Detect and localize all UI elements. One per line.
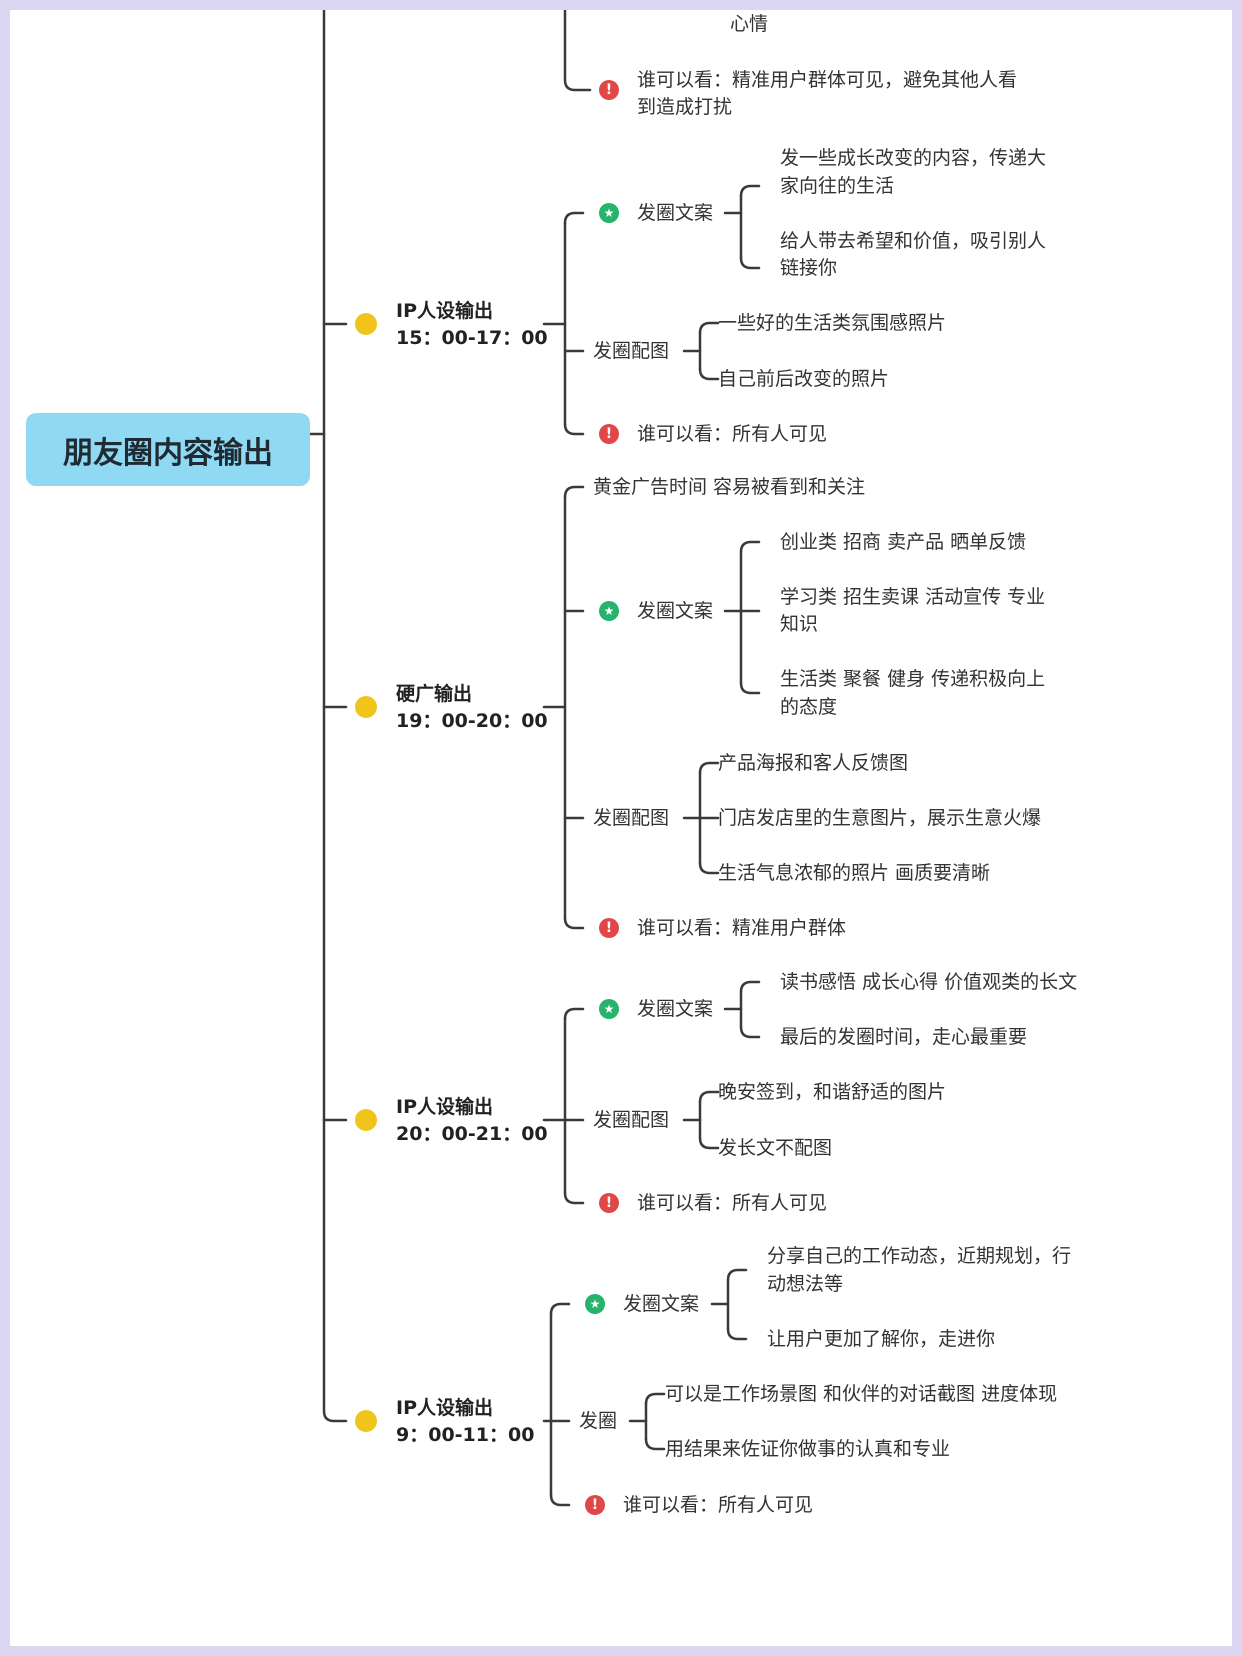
leaf-text[interactable]: 门店发店里的生意图片，展示生意火爆: [718, 807, 1042, 829]
visibility-note-line1[interactable]: 谁可以看：精准用户群体可见，避免其他人看: [637, 69, 1018, 91]
leaf-text[interactable]: 可以是工作场景图 和伙伴的对话截图 进度体现: [665, 1383, 1058, 1405]
leaf-text[interactable]: 发长文不配图: [718, 1137, 833, 1159]
item-bracket: [698, 1136, 720, 1150]
section-time[interactable]: 9：00-11：00: [396, 1424, 535, 1446]
item-bracket: [726, 1268, 748, 1282]
item-bracket: [726, 1327, 748, 1341]
leaf-text[interactable]: 一些好的生活类氛围感照片: [718, 312, 947, 334]
leaf-text[interactable]: 用结果来佐证你做事的认真和专业: [665, 1438, 951, 1460]
child-bracket: [563, 422, 585, 436]
category-node[interactable]: 发圈配图: [593, 1109, 670, 1131]
root-topic[interactable]: 朋友圈内容输出: [26, 413, 310, 486]
category-node[interactable]: 发圈: [579, 1410, 618, 1432]
item-bracket: [698, 367, 720, 381]
item-bracket: [698, 1090, 720, 1104]
info-node[interactable]: 黄金广告时间 容易被看到和关注: [593, 476, 866, 498]
leaf-text[interactable]: 晚安签到，和谐舒适的图片: [718, 1081, 947, 1103]
leaf-text-continued[interactable]: 知识: [780, 613, 819, 635]
visibility-note[interactable]: 谁可以看：精准用户群体: [637, 917, 847, 939]
marker-dot-icon: [355, 696, 377, 718]
child-bracket: [549, 1493, 571, 1507]
item-bracket: [739, 184, 761, 198]
warning-icon: !: [599, 80, 619, 100]
child-bracket: [563, 1191, 585, 1205]
category-node[interactable]: 发圈文案: [637, 998, 714, 1020]
item-bracket: [698, 861, 720, 875]
section-time[interactable]: 19：00-20：00: [396, 710, 548, 732]
leaf-text[interactable]: 读书感悟 成长心得 价值观类的长文: [780, 971, 1078, 993]
leaf-text[interactable]: 产品海报和客人反馈图: [718, 752, 909, 774]
star-icon: ★: [599, 999, 619, 1019]
child-bracket: [563, 1007, 585, 1021]
section-time[interactable]: 15：00-17：00: [396, 327, 548, 349]
leaf-text-continued[interactable]: 链接你: [780, 257, 838, 279]
category-node[interactable]: 发圈文案: [623, 1293, 700, 1315]
category-node[interactable]: 发圈配图: [593, 340, 670, 362]
item-bracket: [739, 256, 761, 270]
leaf-text[interactable]: 自己前后改变的照片: [718, 368, 890, 390]
child-bracket: [549, 1302, 571, 1316]
visibility-note[interactable]: 谁可以看：所有人可见: [623, 1494, 814, 1516]
section-time[interactable]: 20：00-21：00: [396, 1123, 548, 1145]
warning-icon: !: [599, 424, 619, 444]
warning-icon: !: [599, 918, 619, 938]
leaf-text-continued[interactable]: 家向往的生活: [780, 175, 895, 197]
cut-off-text[interactable]: 心情: [730, 13, 769, 35]
main-trunk: [322, 10, 348, 1423]
star-icon: ★: [599, 203, 619, 223]
section-title[interactable]: 硬广输出: [396, 683, 473, 705]
star-icon: ★: [585, 1294, 605, 1314]
item-bracket: [644, 1392, 666, 1406]
item-bracket: [739, 980, 761, 994]
warning-icon: !: [585, 1495, 605, 1515]
leaf-text[interactable]: 分享自己的工作动态，近期规划，行: [767, 1245, 1072, 1267]
item-bracket: [698, 321, 720, 335]
item-bracket: [739, 540, 761, 554]
leaf-text[interactable]: 生活气息浓郁的照片 画质要清晰: [718, 862, 991, 884]
category-node[interactable]: 发圈配图: [593, 807, 670, 829]
leaf-text[interactable]: 创业类 招商 卖产品 晒单反馈: [780, 531, 1027, 553]
category-node[interactable]: 发圈文案: [637, 600, 714, 622]
partial-connector: [563, 10, 592, 92]
leaf-text[interactable]: 给人带去希望和价值，吸引别人: [780, 230, 1047, 252]
item-bracket: [698, 761, 720, 775]
item-bracket: [644, 1437, 666, 1451]
star-icon: ★: [599, 601, 619, 621]
child-bracket: [563, 916, 585, 930]
marker-dot-icon: [355, 313, 377, 335]
child-bracket: [563, 485, 585, 499]
visibility-note[interactable]: 谁可以看：所有人可见: [637, 1192, 828, 1214]
child-bracket: [563, 211, 585, 225]
leaf-text[interactable]: 生活类 聚餐 健身 传递积极向上: [780, 668, 1046, 690]
section-title[interactable]: IP人设输出: [396, 1397, 493, 1419]
leaf-text[interactable]: 学习类 招生卖课 活动宣传 专业: [780, 586, 1046, 608]
section-title[interactable]: IP人设输出: [396, 1096, 493, 1118]
leaf-text[interactable]: 最后的发圈时间，走心最重要: [780, 1026, 1028, 1048]
section-title[interactable]: IP人设输出: [396, 300, 493, 322]
visibility-note-line2[interactable]: 到造成打扰: [637, 96, 733, 118]
warning-icon: !: [599, 1193, 619, 1213]
item-bracket: [739, 681, 761, 695]
item-bracket: [739, 1025, 761, 1039]
category-node[interactable]: 发圈文案: [637, 202, 714, 224]
mind-map-canvas: 朋友圈内容输出 心情! 谁可以看：精准用户群体可见，避免其他人看到造成打扰 IP人设…: [10, 10, 1232, 1646]
leaf-text-continued[interactable]: 动想法等: [767, 1273, 844, 1295]
leaf-text[interactable]: 发一些成长改变的内容，传递大: [780, 147, 1047, 169]
marker-dot-icon: [355, 1410, 377, 1432]
connector-lines: [308, 10, 761, 1507]
visibility-note[interactable]: 谁可以看：所有人可见: [637, 423, 828, 445]
leaf-text[interactable]: 让用户更加了解你，走进你: [767, 1328, 996, 1350]
marker-dot-icon: [355, 1109, 377, 1131]
leaf-text-continued[interactable]: 的态度: [780, 696, 838, 718]
